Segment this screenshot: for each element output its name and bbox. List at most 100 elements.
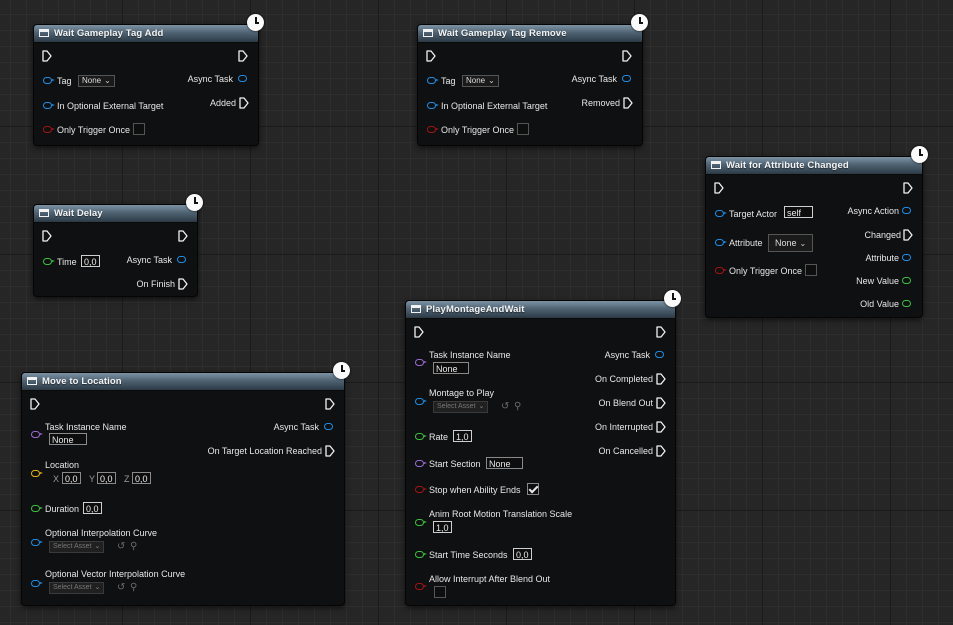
node-wait-for-attribute-changed[interactable]: Wait for Attribute Changed Target Actor … (705, 156, 923, 318)
on-finish-exec-pin-icon[interactable] (178, 278, 188, 290)
node-header[interactable]: PlayMontageAndWait (406, 301, 675, 319)
old-value-label: Old Value (860, 299, 899, 309)
root-motion-scale-input[interactable]: 1,0 (433, 521, 452, 533)
old-value-pin[interactable] (902, 300, 911, 307)
async-task-pin[interactable] (655, 351, 664, 358)
node-move-to-location[interactable]: Move to Location Task Instance Name None… (21, 372, 345, 606)
only-trigger-once-pin[interactable] (715, 267, 727, 274)
arrow-circle-icon[interactable]: ↺ (501, 401, 510, 412)
only-trigger-once-checkbox[interactable] (805, 264, 817, 276)
target-pin[interactable] (427, 102, 439, 109)
magnifier-icon[interactable]: ⚲ (130, 582, 138, 593)
magnifier-icon[interactable]: ⚲ (130, 541, 138, 552)
location-z-input[interactable]: 0,0 (132, 472, 151, 484)
root-motion-scale-pin[interactable] (415, 519, 427, 526)
target-pin[interactable] (43, 102, 55, 109)
exec-in-pin-icon[interactable] (30, 398, 40, 410)
allow-interrupt-checkbox[interactable] (434, 586, 446, 598)
montage-to-play-pin[interactable] (415, 398, 427, 405)
location-y-input[interactable]: 0,0 (97, 472, 116, 484)
exec-in-pin-icon[interactable] (426, 50, 436, 62)
vector-curve-pin[interactable] (31, 580, 43, 587)
async-task-pin[interactable] (177, 256, 186, 263)
on-cancelled-exec-pin-icon[interactable] (656, 445, 666, 457)
vector-curve-asset-picker[interactable]: Select Asset⌄ (49, 582, 105, 594)
location-pin[interactable] (31, 470, 43, 477)
exec-out-pin-icon[interactable] (903, 182, 913, 194)
exec-out-pin-icon[interactable] (178, 230, 188, 242)
new-value-pin[interactable] (902, 277, 911, 284)
on-target-location-reached-exec-pin-icon[interactable] (325, 445, 335, 457)
tag-pin[interactable] (427, 77, 439, 84)
target-actor-pin[interactable] (715, 210, 727, 217)
montage-asset-picker[interactable]: Select Asset⌄ (433, 401, 489, 413)
magnifier-icon[interactable]: ⚲ (514, 401, 522, 412)
target-actor-input[interactable]: self (784, 206, 813, 218)
task-instance-name-pin[interactable] (31, 431, 43, 438)
only-trigger-once-pin[interactable] (427, 126, 439, 133)
tag-dropdown[interactable]: None⌄ (462, 75, 499, 87)
stop-when-ability-ends-pin[interactable] (415, 486, 427, 493)
time-pin[interactable] (43, 258, 55, 265)
interpolation-curve-asset-picker[interactable]: Select Asset⌄ (49, 541, 105, 553)
exec-out-pin-icon[interactable] (622, 50, 632, 62)
exec-out-pin-icon[interactable] (238, 50, 248, 62)
node-header[interactable]: Wait Gameplay Tag Remove (418, 25, 642, 43)
exec-in-pin-icon[interactable] (42, 230, 52, 242)
arrow-circle-icon[interactable]: ↺ (117, 541, 126, 552)
location-x-input[interactable]: 0,0 (62, 472, 81, 484)
async-task-pin[interactable] (324, 423, 333, 430)
exec-in-pin-icon[interactable] (714, 182, 724, 194)
node-wait-delay[interactable]: Wait Delay Time 0,0 Async Task On Finish (33, 204, 198, 297)
node-play-montage-and-wait[interactable]: PlayMontageAndWait Task Instance Name No… (405, 300, 676, 606)
start-time-seconds-input[interactable]: 0,0 (513, 548, 532, 560)
on-finish-label: On Finish (136, 279, 175, 289)
added-exec-pin-icon[interactable] (239, 97, 249, 109)
only-trigger-once-checkbox[interactable] (133, 123, 145, 135)
duration-input[interactable]: 0,0 (83, 502, 102, 514)
node-header[interactable]: Move to Location (22, 373, 344, 391)
exec-in-pin-icon[interactable] (414, 326, 424, 338)
allow-interrupt-pin[interactable] (415, 583, 427, 590)
async-action-pin[interactable] (902, 207, 911, 214)
only-trigger-once-checkbox[interactable] (517, 123, 529, 135)
start-section-input[interactable]: None (486, 457, 523, 469)
node-wait-gameplay-tag-add[interactable]: Wait Gameplay Tag Add Tag None⌄ In Optio… (33, 24, 259, 146)
node-header[interactable]: Wait for Attribute Changed (706, 157, 922, 175)
arrow-circle-icon[interactable]: ↺ (117, 582, 126, 593)
rate-input[interactable]: 1,0 (453, 430, 472, 442)
exec-out-pin-icon[interactable] (325, 398, 335, 410)
interpolation-curve-pin[interactable] (31, 539, 43, 546)
attribute-pin[interactable] (715, 239, 727, 246)
node-title: PlayMontageAndWait (426, 304, 525, 315)
task-instance-name-input[interactable]: None (49, 433, 87, 445)
tag-dropdown[interactable]: None⌄ (78, 75, 115, 87)
on-blend-out-exec-pin-icon[interactable] (656, 397, 666, 409)
time-input[interactable]: 0,0 (81, 255, 100, 267)
on-cancelled-label: On Cancelled (598, 446, 653, 456)
exec-in-pin-icon[interactable] (42, 50, 52, 62)
clock-icon (911, 146, 928, 163)
exec-out-pin-icon[interactable] (656, 326, 666, 338)
stop-when-ability-ends-checkbox[interactable] (527, 483, 539, 495)
changed-exec-pin-icon[interactable] (903, 229, 913, 241)
rate-pin[interactable] (415, 433, 427, 440)
attribute-dropdown[interactable]: None⌄ (768, 234, 814, 252)
tag-pin[interactable] (43, 77, 55, 84)
node-header[interactable]: Wait Delay (34, 205, 197, 223)
node-header[interactable]: Wait Gameplay Tag Add (34, 25, 258, 43)
async-task-pin[interactable] (622, 75, 631, 82)
duration-pin[interactable] (31, 505, 43, 512)
task-instance-name-input[interactable]: None (433, 362, 469, 374)
task-instance-name-pin[interactable] (415, 359, 427, 366)
attribute-out-pin[interactable] (902, 254, 911, 261)
node-wait-gameplay-tag-remove[interactable]: Wait Gameplay Tag Remove Tag None⌄ In Op… (417, 24, 643, 146)
start-section-label: Start Section (429, 459, 481, 469)
async-task-pin[interactable] (238, 75, 247, 82)
only-trigger-once-pin[interactable] (43, 126, 55, 133)
start-section-pin[interactable] (415, 460, 427, 467)
on-interrupted-exec-pin-icon[interactable] (656, 421, 666, 433)
removed-exec-pin-icon[interactable] (623, 97, 633, 109)
start-time-seconds-pin[interactable] (415, 551, 427, 558)
on-completed-exec-pin-icon[interactable] (656, 373, 666, 385)
